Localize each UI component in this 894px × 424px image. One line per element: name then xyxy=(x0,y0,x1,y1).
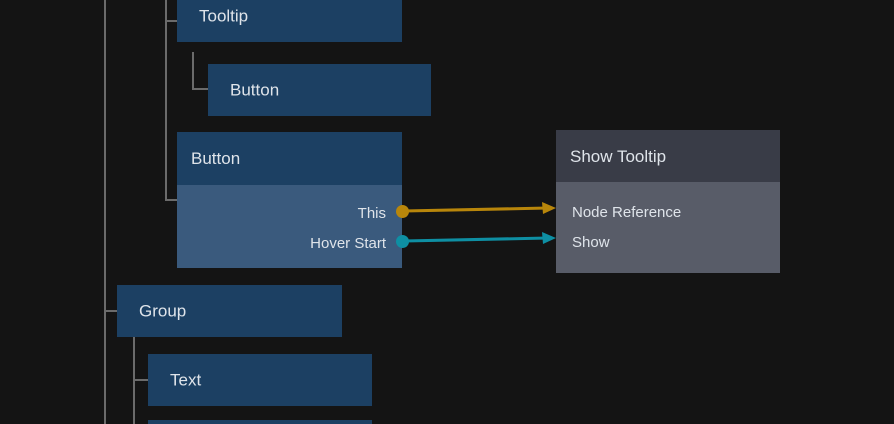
tree-guide-branch-vertical xyxy=(165,0,167,201)
tree-item-text[interactable]: Text xyxy=(148,354,372,406)
tree-guide-tick-button xyxy=(165,199,178,201)
tree-item-label: Text xyxy=(170,370,202,390)
tree-item-label: Group xyxy=(139,301,187,321)
graph-node-header[interactable]: Show Tooltip xyxy=(556,130,780,182)
tree-item-group[interactable]: Group xyxy=(117,285,342,337)
wire-arrowhead-show xyxy=(542,232,556,244)
output-pin-this[interactable] xyxy=(396,205,409,218)
tree-guide-sub-vertical xyxy=(192,52,194,90)
tree-item-label: Button xyxy=(230,80,280,100)
wire-this-to-node-reference[interactable] xyxy=(403,206,549,213)
tree-item-partial-bottom[interactable] xyxy=(148,420,372,424)
tree-guide-tick-tooltip xyxy=(165,20,178,22)
graph-node-body: This Hover Start xyxy=(177,185,402,268)
input-port-node-reference-label[interactable]: Node Reference xyxy=(572,204,682,221)
tree-guide-tick-group xyxy=(104,310,118,312)
wire-hover-start-to-show[interactable] xyxy=(403,236,549,243)
graph-node-header[interactable]: Button xyxy=(177,132,402,185)
graph-node-body: Node Reference Show xyxy=(556,182,780,273)
graph-node-title: Show Tooltip xyxy=(570,146,667,166)
tree-item-tooltip[interactable]: Tooltip xyxy=(177,0,402,42)
graph-node-title: Button xyxy=(191,149,241,168)
graph-node-show-tooltip[interactable]: Show Tooltip Node Reference Show xyxy=(556,130,780,273)
input-port-show-label[interactable]: Show xyxy=(572,234,610,251)
output-port-this-label[interactable]: This xyxy=(357,205,386,222)
graph-node-button[interactable]: Button This Hover Start xyxy=(177,132,402,268)
tree-guide-tick-sub-button xyxy=(192,88,208,90)
output-pin-hover-start[interactable] xyxy=(396,235,409,248)
wire-arrowhead-node-reference xyxy=(542,202,556,214)
tree-guide-root-vertical xyxy=(104,0,106,424)
tree-guide-tick-text xyxy=(133,379,149,381)
tree-item-label: Tooltip xyxy=(199,6,249,26)
output-port-hover-start-label[interactable]: Hover Start xyxy=(310,235,386,252)
tree-item-button-nested[interactable]: Button xyxy=(208,64,431,116)
